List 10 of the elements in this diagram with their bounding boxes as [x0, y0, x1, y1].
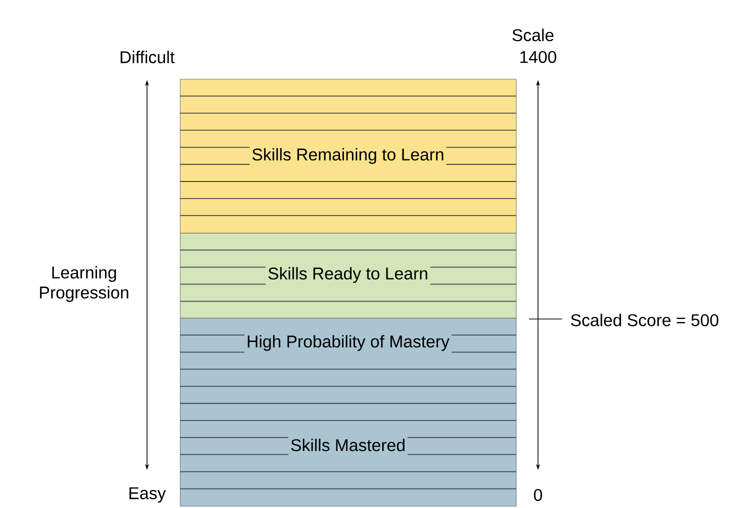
score-label: Scaled Score = 500: [570, 314, 718, 326]
band-label: Skills Ready to Learn: [266, 263, 430, 287]
band-label: Skills Remaining to Learn: [250, 144, 446, 168]
scale-value: 1400: [520, 50, 556, 64]
axis-label: Difficult: [120, 50, 175, 64]
band-label: Skills Mastered: [288, 434, 408, 456]
band-label: High Probability of Mastery: [244, 331, 452, 355]
scale-title: Scale: [512, 28, 554, 42]
scale-value: 0: [534, 488, 542, 501]
axis-label: Learning Progression: [40, 266, 128, 302]
